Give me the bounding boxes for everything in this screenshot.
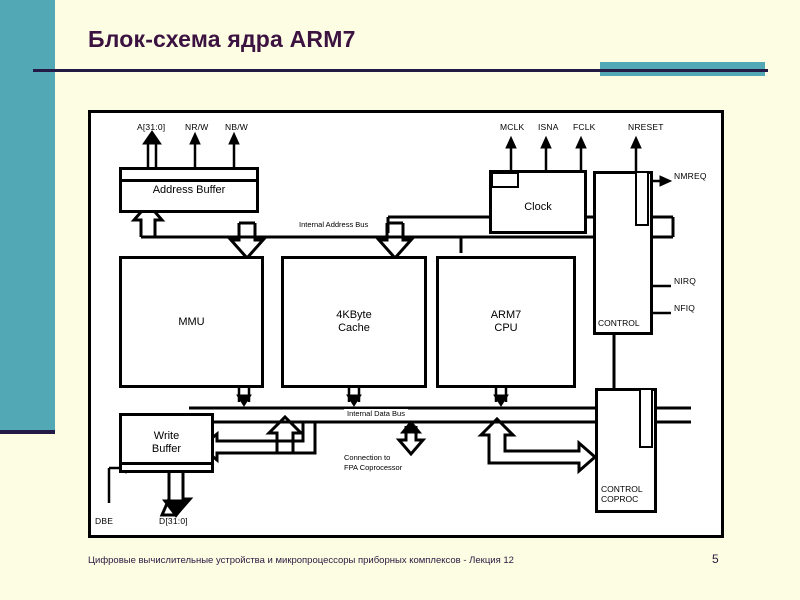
block-write-buffer-label-line1: Write [153,430,180,443]
block-cpu-label-line1: ARM7 [490,309,522,322]
bus-label-internal-address-bus: Internal Address Bus [296,220,372,229]
block-control-label: CONTROL [598,317,640,328]
signal-label-a31-0: A[31:0] [137,122,166,132]
block-address-buffer: Address Buffer [119,167,259,213]
clock-corner-notch [491,172,519,188]
block-cpu-label-line2: CPU [494,322,518,334]
block-control-coproc-label-line1: CONTROL [601,483,643,494]
block-cache-label-line2: Cache [338,322,370,334]
left-accent-bar-underline [0,430,55,434]
signal-label-nirq: NIRQ [674,276,697,286]
page-title: Блок-схема ядра ARM7 [88,26,356,52]
control-coproc-inner-notch [639,388,653,448]
signal-label-nrw: NR/W [185,122,209,132]
block-cache: 4KByte Cache [281,256,427,388]
signal-label-d31-0: D[31:0] [159,516,188,526]
signal-label-mclk: MCLK [500,122,525,132]
signal-label-nreset: NRESET [628,122,664,132]
title-divider-rule [33,69,768,72]
block-clock-label: Clock [524,200,552,213]
block-cache-label-line1: 4KByte [336,309,372,322]
arm7-block-diagram: A[31:0] NR/W NB/W MCLK ISNA FCLK NRESET … [88,110,724,538]
signal-label-isna: ISNA [538,122,559,132]
footer-course-label: Цифровые вычислительные устройства и мик… [88,555,514,566]
annotation-fpa-coprocessor: Connection to FPA Coprocessor [344,453,402,473]
left-accent-bar [0,0,55,432]
signal-label-dbe: DBE [95,516,114,526]
block-arm7-cpu: ARM7 CPU [436,256,576,388]
bus-label-internal-data-bus: Internal Data Bus [344,409,408,418]
control-inner-notch [635,171,649,226]
annotation-coproc-line2: FPA Coprocessor [344,462,403,472]
signal-label-nfiq: NFIQ [674,303,696,313]
annotation-coproc-line1: Connection to [344,453,391,462]
signal-label-fclk: FCLK [573,122,596,132]
block-clock: Clock [489,170,587,234]
block-mmu: MMU [119,256,264,388]
signal-label-nmreq: NMREQ [674,171,707,181]
footer-page-number: 5 [712,552,719,566]
block-mmu-label: MMU [178,315,205,328]
write-buffer-inner-rule [121,462,212,465]
block-address-buffer-label: Address Buffer [152,183,226,196]
signal-label-nbw: NB/W [225,122,248,132]
address-buffer-inner-rule [121,179,257,182]
block-write-buffer-label-line2: Buffer [151,443,182,455]
block-control-coproc-label-line2: COPROC [601,493,639,504]
